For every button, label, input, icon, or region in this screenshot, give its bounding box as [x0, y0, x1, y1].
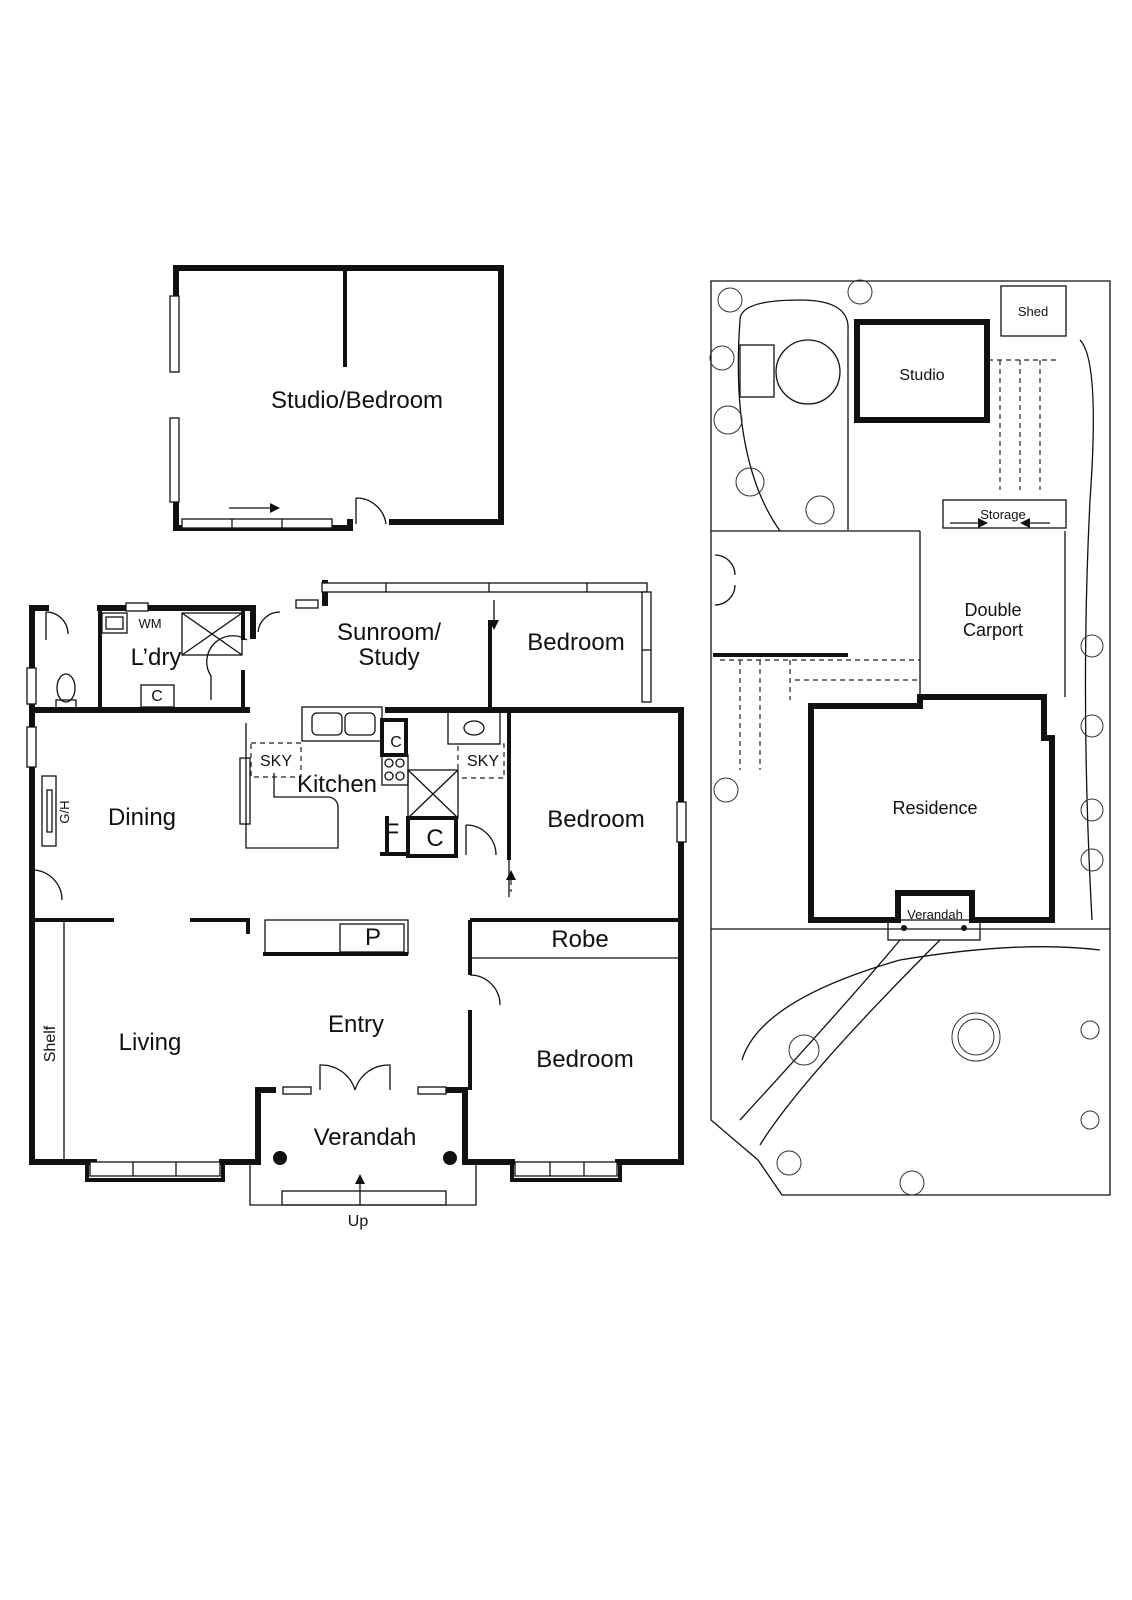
room-label-sunroom-study: Study	[358, 644, 419, 671]
room-label-entry: Entry	[328, 1011, 384, 1038]
room-label-bedroom-front: Bedroom	[536, 1046, 633, 1073]
skylight-label-left: SKY	[260, 753, 292, 770]
main-house: Sunroom/ Study Bedroom L’dry WM C Dining…	[26, 580, 687, 1230]
site-label-carport: Double	[964, 600, 1021, 620]
kitchen-cupboard-label: C	[390, 734, 402, 751]
room-label-bedroom-middle: Bedroom	[547, 806, 644, 833]
room-label-laundry: L’dry	[131, 644, 182, 671]
site-plan: Shed Studio Storage Double Carport Resid…	[709, 279, 1111, 1196]
hall-cupboard-label: C	[426, 825, 443, 852]
shelf-label: Shelf	[42, 1025, 59, 1062]
room-label-bedroom-top: Bedroom	[527, 629, 624, 656]
site-trees	[709, 279, 1104, 1196]
gas-heater-label: G/H	[57, 800, 72, 823]
site-label-shed: Shed	[1018, 304, 1048, 319]
site-label-residence: Residence	[892, 798, 977, 818]
fridge-label: F	[385, 819, 400, 846]
site-label-carport: Carport	[963, 620, 1023, 640]
room-label-robe: Robe	[551, 926, 608, 953]
washing-machine-label: WM	[138, 616, 161, 631]
site-label-studio: Studio	[899, 367, 944, 384]
room-label-living: Living	[119, 1029, 182, 1056]
skylight-label-right: SKY	[467, 753, 499, 770]
site-label-storage: Storage	[980, 507, 1026, 522]
room-label-kitchen: Kitchen	[297, 771, 377, 798]
laundry-cupboard-label: C	[151, 688, 163, 705]
studio-bedroom-building: Studio/Bedroom	[169, 265, 504, 531]
room-label-sunroom-study: Sunroom/	[337, 619, 441, 646]
room-label-studio-bedroom: Studio/Bedroom	[271, 387, 443, 414]
pantry-label: P	[365, 924, 381, 951]
site-label-verandah: Verandah	[907, 907, 963, 922]
room-label-dining: Dining	[108, 804, 176, 831]
stairs-up-label: Up	[348, 1213, 369, 1230]
room-label-verandah: Verandah	[314, 1124, 417, 1151]
